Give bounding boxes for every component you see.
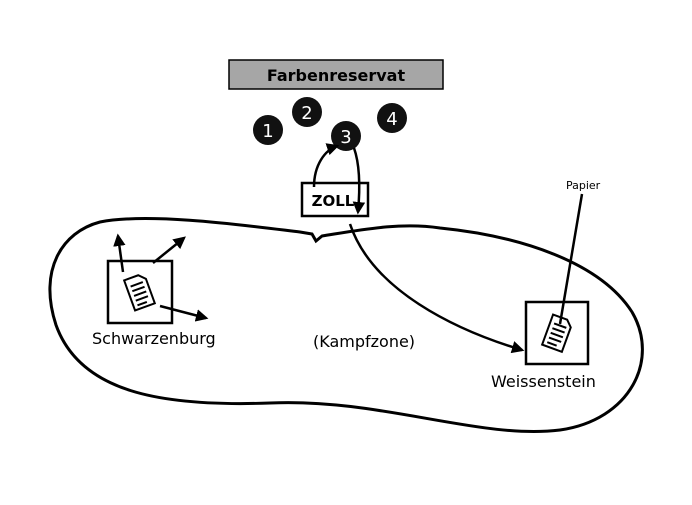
- battle-zone-outline: [48, 217, 644, 434]
- arrow-schwarzenburg-up: [113, 233, 126, 273]
- arrow-reserve-to-customs: [352, 147, 366, 215]
- header-title: Farbenreservat: [267, 66, 406, 85]
- customs-label: ZOLL: [312, 192, 355, 210]
- header-bar: [228, 59, 444, 90]
- arrow-customs-to-reserve: [312, 143, 340, 188]
- zone-label: (Kampfzone): [313, 332, 415, 351]
- arrow-customs-to-weissenstein: [348, 223, 525, 354]
- arrow-schwarzenburg-right: [159, 304, 209, 322]
- city-label-weissenstein: Weissenstein: [491, 372, 596, 391]
- document-icon: [540, 313, 572, 354]
- paper-pointer-line: [558, 193, 584, 325]
- marker-1: 1: [253, 115, 283, 145]
- arrow-schwarzenburg-up-right: [152, 236, 186, 264]
- marker-4: 4: [377, 103, 407, 133]
- svg-text:1: 1: [262, 121, 273, 142]
- document-icon: [122, 274, 157, 312]
- svg-text:2: 2: [301, 103, 312, 124]
- svg-text:3: 3: [340, 127, 351, 148]
- paper-annotation: Papier: [566, 179, 601, 192]
- svg-text:4: 4: [386, 109, 397, 130]
- city-label-schwarzenburg: Schwarzenburg: [92, 329, 216, 348]
- marker-2: 2: [292, 97, 322, 127]
